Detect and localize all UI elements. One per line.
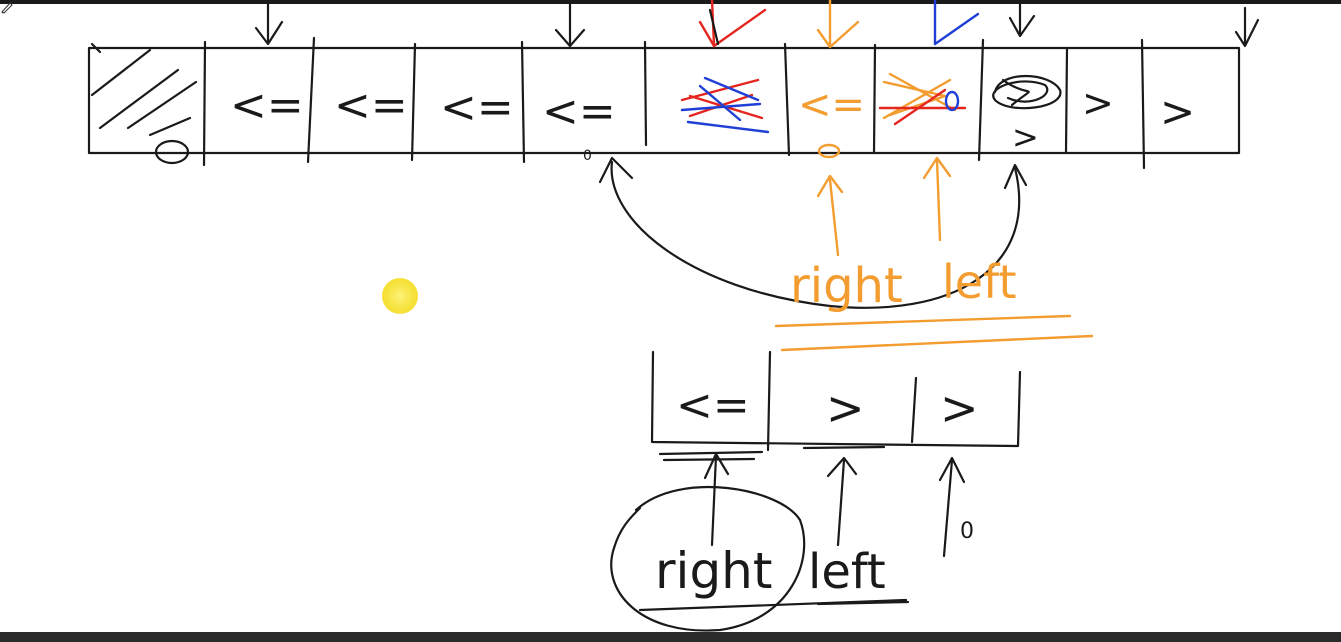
down-arrow-icon-red [698, 0, 767, 48]
orange-right-label: right [790, 258, 903, 314]
pen-cursor-icon [1, 2, 13, 14]
cell-symbol: > [1160, 87, 1195, 136]
up-arrow-icon [826, 456, 858, 547]
bottom-array-outline [650, 350, 1022, 448]
bottom-frame-bar [0, 632, 1341, 642]
down-arrow-icon-blue [933, 0, 980, 46]
orange-pointers: right left [774, 156, 1094, 352]
top-array-divider [306, 36, 316, 164]
down-arrow-icon-orange [816, 0, 860, 49]
top-array-divider [520, 40, 526, 164]
swap-curve-arrow [598, 156, 1028, 309]
black-left-label: left [808, 544, 886, 600]
up-arrow-icon-orange [922, 156, 952, 242]
top-array-divider [1064, 46, 1069, 154]
top-array-divider [202, 40, 207, 167]
bottom-cell-symbol: > [940, 381, 979, 435]
bottom-array: <= > > [650, 350, 1022, 462]
orange-underline [780, 334, 1094, 352]
underline-mark [816, 600, 910, 606]
hatched-cell [90, 48, 198, 165]
zero-circle-mark [817, 143, 841, 159]
cell-symbol: <= [230, 80, 304, 131]
arrowhead-icon [598, 156, 634, 184]
orange-underline [774, 314, 1072, 328]
top-array-outline [87, 46, 1241, 155]
blue-zero-mark [944, 90, 960, 112]
corner-tick-mark [90, 42, 102, 54]
orange-left-label: left [942, 255, 1017, 309]
top-array-divider [783, 42, 791, 157]
crossed-cell-orange-red [878, 72, 967, 126]
down-arrow-icon [254, 0, 284, 46]
down-arrow-icon [1234, 6, 1260, 48]
top-array-divider [977, 38, 985, 162]
cell-symbol: > [1082, 81, 1114, 125]
down-arrow-icon [554, 0, 586, 48]
pen-cursor-highlight [382, 278, 418, 314]
bottom-cell-symbol: <= [676, 380, 750, 431]
black-right-label: right [655, 542, 772, 600]
top-array-divider [872, 43, 877, 155]
cell-symbol-orange: <= [798, 82, 865, 128]
top-down-arrows [254, 0, 1260, 49]
cell-symbol: <= [440, 82, 514, 133]
cell-symbol: <= [334, 80, 408, 131]
arrowhead-icon [1003, 163, 1028, 190]
bottom-array-divider [910, 376, 918, 444]
zero-mark: 0 [960, 519, 974, 544]
up-arrow-icon [938, 456, 966, 558]
bottom-array-divider [766, 350, 772, 452]
cell-symbol: > [1012, 118, 1039, 156]
scribbled-cell [992, 74, 1062, 110]
black-pointers: 0 right left [610, 452, 974, 632]
top-array-divider [1140, 38, 1146, 170]
down-arrow-icon [1008, 0, 1036, 38]
top-array-divider [410, 42, 417, 162]
bottom-cell-symbol: > [826, 381, 865, 435]
top-array-divider [643, 40, 648, 147]
circle-highlight [610, 485, 806, 632]
zero-circle-mark [154, 139, 190, 165]
underline-mark [638, 598, 908, 612]
up-arrow-icon [703, 452, 730, 547]
underline-mark [662, 457, 756, 462]
crossed-cell-red-blue [680, 76, 770, 134]
underline-mark [658, 450, 764, 456]
top-array: <= <= <= <= 0 <= [87, 36, 1241, 170]
zero-mark: 0 [583, 148, 592, 164]
cell-symbol: <= [542, 86, 616, 137]
top-frame-border [0, 0, 1341, 4]
up-arrow-icon-orange [816, 174, 844, 257]
underline-mark [802, 445, 886, 450]
